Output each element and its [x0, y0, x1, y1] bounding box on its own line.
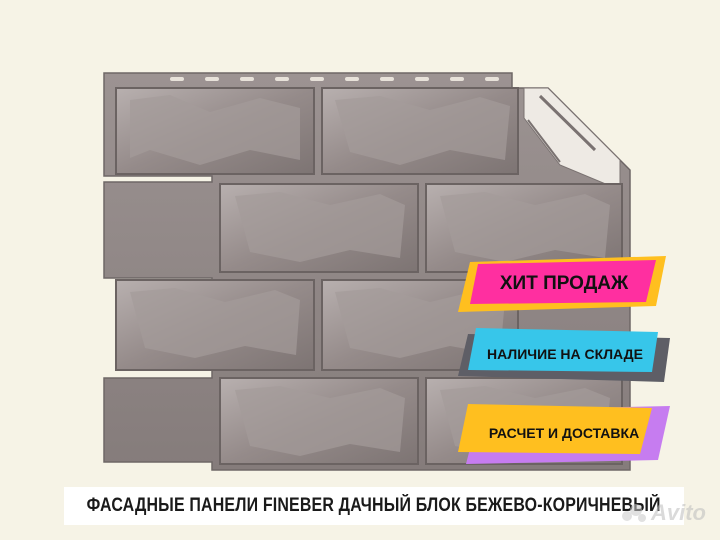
- in-stock-badge: НАЛИЧИЕ НА СКЛАДЕ: [458, 326, 672, 382]
- bestseller-badge-shape: [458, 256, 666, 312]
- bestseller-badge-label: ХИТ ПРОДАЖ: [499, 273, 629, 294]
- bestseller-badge: ХИТ ПРОДАЖ: [456, 256, 672, 312]
- delivery-badge-shape: [458, 404, 670, 464]
- brick-row-3: [115, 279, 519, 371]
- product-caption-text: ФАСАДНЫЕ ПАНЕЛИ FINEBER ДАЧНЫЙ БЛОК БЕЖЕ…: [87, 495, 662, 516]
- avito-logo-icon: [622, 504, 646, 522]
- brick-row-1: [115, 87, 519, 175]
- delivery-badge-label: РАСЧЕТ И ДОСТАВКА: [488, 425, 640, 441]
- nail-strip: [170, 77, 499, 81]
- brick-row-2: [219, 183, 623, 273]
- avito-watermark-text: Avito: [651, 500, 706, 525]
- delivery-badge: РАСЧЕТ И ДОСТАВКА: [456, 402, 672, 464]
- avito-watermark: Avito: [621, 500, 706, 526]
- in-stock-badge-label: НАЛИЧИЕ НА СКЛАДЕ: [487, 346, 643, 362]
- in-stock-badge-shape: [458, 328, 670, 382]
- product-caption: ФАСАДНЫЕ ПАНЕЛИ FINEBER ДАЧНЫЙ БЛОК БЕЖЕ…: [64, 487, 684, 525]
